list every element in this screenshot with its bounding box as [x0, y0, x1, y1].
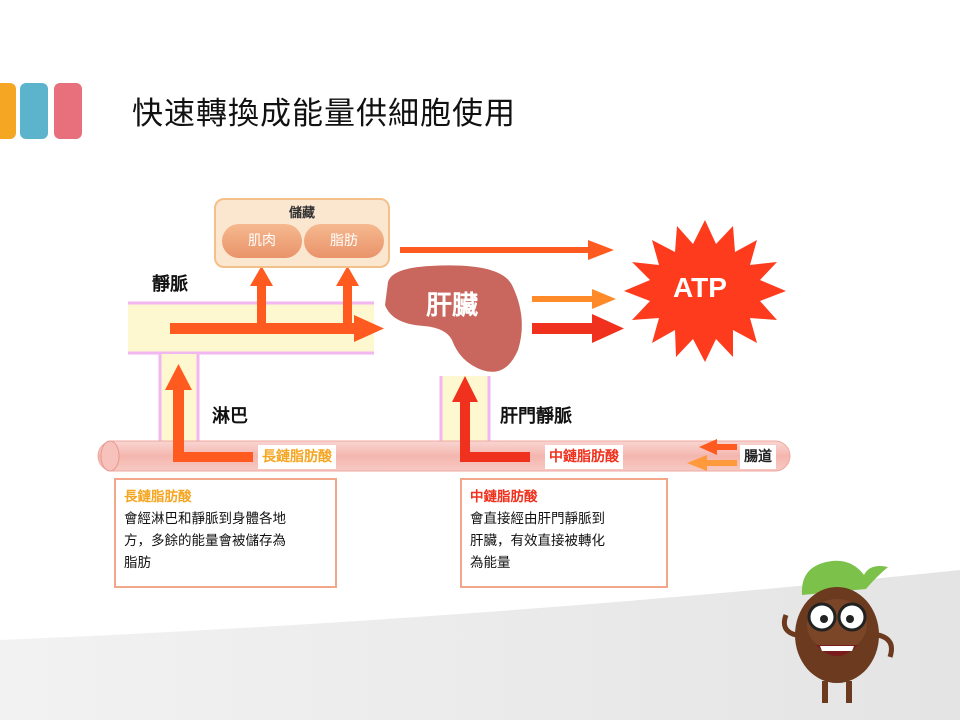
vein-arrow [170, 315, 384, 342]
long-chain-tag: 長鏈脂肪酸 [258, 445, 336, 469]
medium-chain-info-line: 會直接經由肝門靜脈到 [470, 511, 605, 527]
liver-label: 肝臟 [426, 291, 479, 321]
storage-title: 儲藏 [288, 206, 315, 221]
medium-chain-tag: 中鏈脂肪酸 [545, 445, 623, 469]
medium-chain-info-line: 肝臟，有效直接被轉化 [470, 533, 605, 549]
intestine-label: 腸道 [740, 445, 776, 469]
decor-bar-blue [20, 83, 48, 139]
long-chain-arrow [165, 364, 253, 462]
lymph-label: 淋巴 [212, 406, 248, 427]
intestine-in-arrows [687, 439, 737, 471]
vein-label: 靜脈 [152, 274, 188, 295]
long-chain-info-line: 會經淋巴和靜脈到身體各地 [124, 511, 286, 527]
medium-chain-info-heading: 中鏈脂肪酸 [470, 489, 538, 505]
slide-title: 快速轉換成能量供細胞使用 [132, 96, 516, 132]
long-chain-info-box: 長鏈脂肪酸 會經淋巴和靜脈到身體各地 方，多餘的能量會被儲存為 脂肪 [114, 478, 337, 588]
storage-arrows [250, 266, 359, 324]
storage-box: 儲藏 肌肉 脂肪 [214, 198, 390, 268]
background-swoosh [0, 570, 960, 720]
long-chain-info-line: 脂肪 [124, 555, 151, 571]
liver-to-atp-arrows [532, 289, 624, 343]
atp-burst [624, 220, 786, 362]
fat-pill: 脂肪 [304, 224, 384, 258]
liver-shape [385, 265, 522, 372]
long-chain-info-line: 方，多餘的能量會被儲存為 [124, 533, 286, 549]
muscle-pill: 肌肉 [222, 224, 302, 258]
medium-chain-info-line: 為能量 [470, 555, 511, 571]
decor-bar-yellow [0, 83, 16, 139]
decor-bar-pink [54, 83, 82, 139]
storage-to-atp-arrow [400, 240, 614, 260]
long-chain-info-heading: 長鏈脂肪酸 [124, 489, 192, 505]
portal-vein-label: 肝門靜脈 [500, 406, 572, 427]
nut-mascot [781, 560, 894, 703]
medium-chain-arrow [452, 376, 530, 462]
atp-label: ATP [673, 272, 727, 303]
medium-chain-info-box: 中鏈脂肪酸 會直接經由肝門靜脈到 肝臟，有效直接被轉化 為能量 [460, 478, 668, 588]
